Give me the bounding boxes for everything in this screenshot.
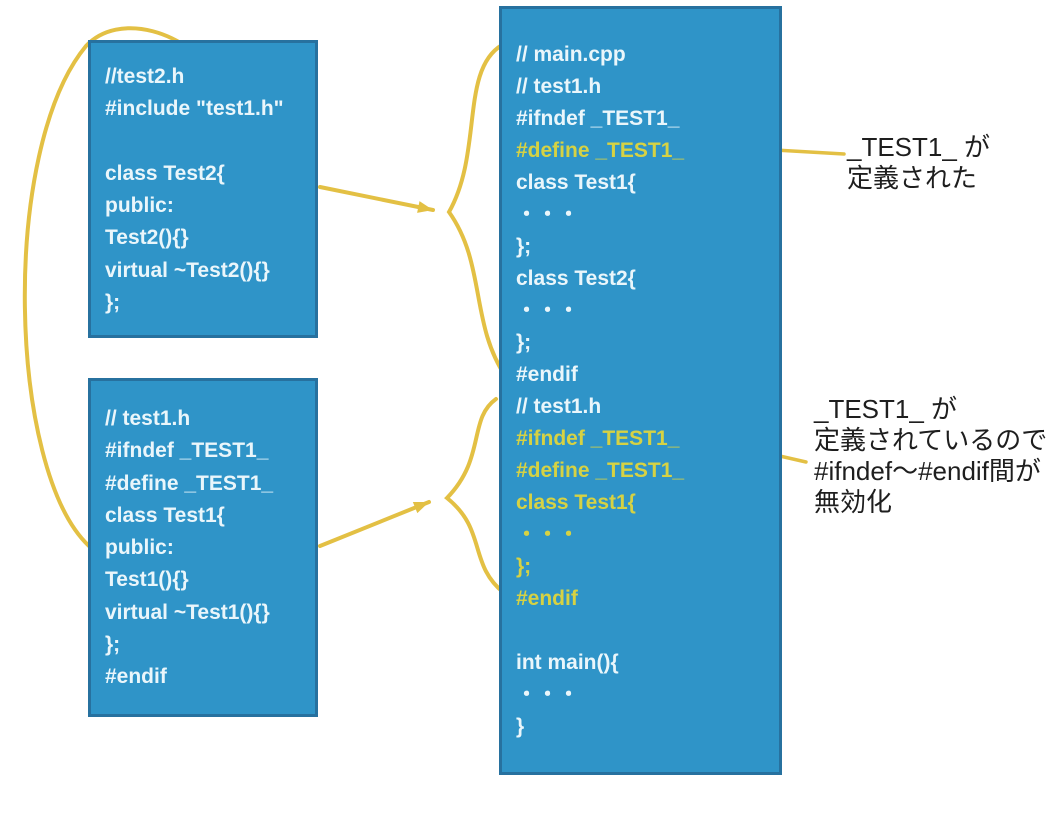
code-line: public:: [105, 194, 174, 218]
code-line: public:: [105, 536, 174, 560]
brace-test2h-expansion-icon: [446, 43, 508, 379]
brace-test1h-expansion-icon: [444, 397, 506, 595]
code-line: #endif: [516, 587, 578, 610]
code-line: class Test2{: [516, 267, 636, 290]
code-line: Test2(){}: [105, 226, 189, 250]
code-line: }: [516, 715, 525, 738]
annotation-line: 無効化: [814, 487, 893, 517]
code-line: #endif: [105, 665, 167, 689]
code-line: class Test1{: [516, 491, 636, 514]
code-line: class Test2{: [105, 161, 225, 185]
code-line: };: [105, 291, 121, 315]
code-line: class Test1{: [516, 171, 636, 194]
arrow-test2h-to-maincpp-icon: [318, 185, 435, 213]
code-line: virtual ~Test1(){}: [105, 600, 270, 624]
code-line: Test1(){}: [105, 568, 189, 592]
code-line: // test1.h: [105, 407, 191, 430]
annotation-line: _TEST1_ が: [847, 132, 991, 162]
code-box-test2-header: //test2.h #include "test1.h" class Test2…: [88, 40, 318, 338]
code-box-main-cpp-expanded: // main.cpp // test1.h #ifndef _TEST1_ #…: [499, 6, 782, 775]
code-line: ・・・: [516, 299, 579, 322]
code-line: //test2.h: [105, 65, 185, 88]
code-line: #endif: [516, 363, 578, 386]
code-line: ・・・: [516, 683, 579, 706]
code-line: [105, 126, 315, 158]
code-line: ・・・: [516, 203, 579, 226]
code-line: #ifndef _TEST1_: [105, 439, 269, 463]
code-line: virtual ~Test2(){}: [105, 258, 270, 282]
code-line: // test1.h: [516, 395, 602, 418]
code-line: #define _TEST1_: [105, 471, 274, 495]
code-line: #define _TEST1_: [516, 139, 685, 162]
annotation-test1-defined: _TEST1_ が 定義された: [847, 132, 990, 194]
annotation-line: #ifndef〜#endif間が: [814, 456, 1041, 486]
code-line: ・・・: [516, 523, 579, 546]
code-line: };: [105, 633, 121, 657]
code-box-test1-header: // test1.h #ifndef _TEST1_ #define _TEST…: [88, 378, 318, 717]
code-line: };: [516, 235, 532, 258]
code-line: };: [516, 331, 532, 354]
annotation-line: 定義された: [847, 163, 978, 193]
code-line: #include "test1.h": [105, 97, 284, 121]
annotation-include-guard-disabled: _TEST1_ が 定義されているので #ifndef〜#endif間が 無効化: [814, 394, 1047, 518]
code-line: #define _TEST1_: [516, 459, 685, 482]
code-line: #ifndef _TEST1_: [516, 107, 680, 130]
code-line: };: [516, 555, 532, 578]
code-line: // test1.h: [516, 75, 602, 98]
code-line: [516, 615, 779, 647]
annotation-line: 定義されているので: [814, 425, 1048, 455]
code-line: class Test1{: [105, 503, 225, 527]
code-line: #ifndef _TEST1_: [516, 427, 680, 450]
code-line: int main(){: [516, 651, 619, 674]
code-line: // main.cpp: [516, 43, 626, 66]
annotation-line: _TEST1_ が: [814, 394, 958, 424]
arrow-test1h-to-maincpp-icon: [318, 500, 431, 548]
